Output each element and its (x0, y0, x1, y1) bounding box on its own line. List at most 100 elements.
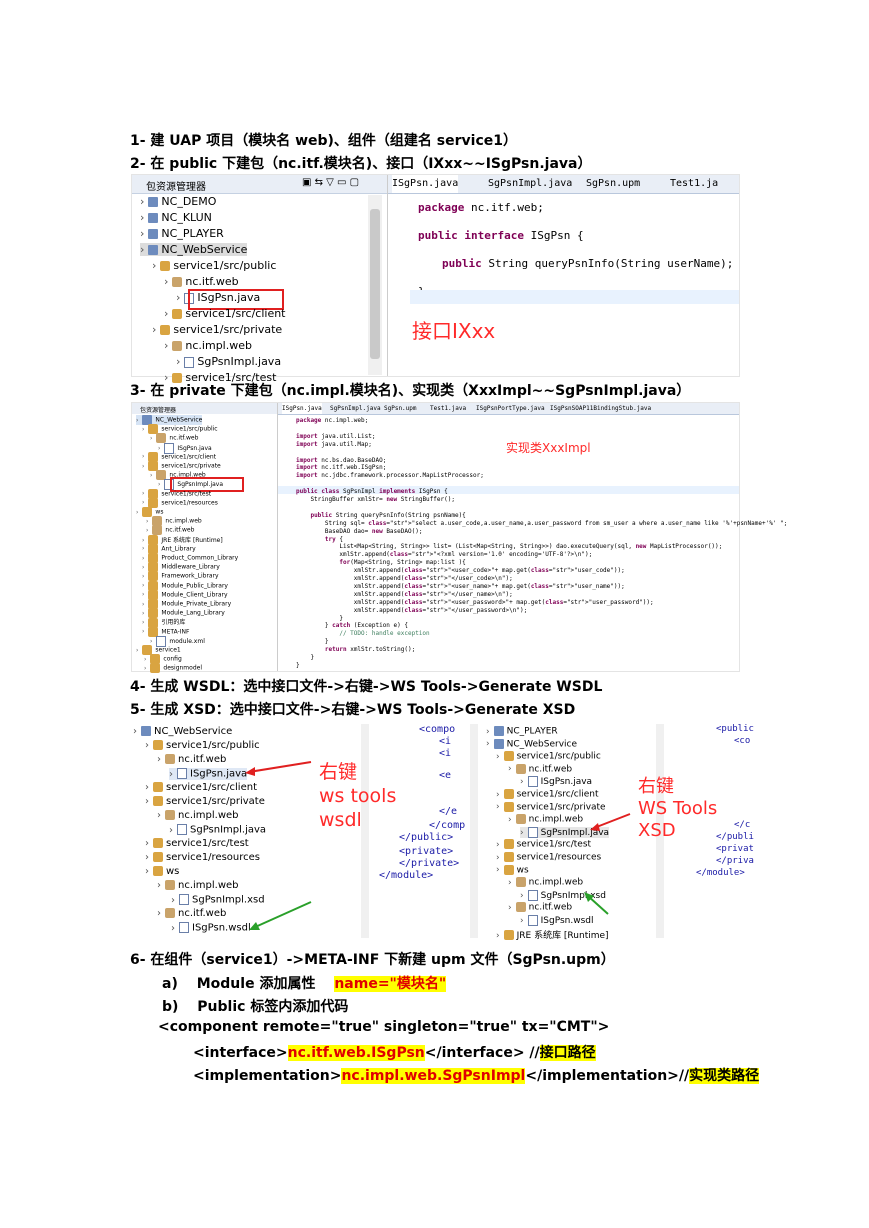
chevron-icon[interactable]: › (520, 890, 524, 901)
chevron-icon[interactable]: › (142, 536, 145, 544)
tree-item[interactable]: ›service1/src/public (496, 751, 601, 762)
chevron-icon[interactable]: › (152, 259, 157, 272)
tree-item[interactable]: ›nc.itf.web (157, 908, 226, 919)
chevron-icon[interactable]: › (144, 664, 147, 672)
tree-item[interactable]: ›NC_PLAYER (140, 227, 224, 240)
chevron-icon[interactable]: › (142, 591, 145, 599)
editor-tab[interactable]: SgPsnImpl.java (330, 405, 381, 412)
editor-tab[interactable]: ISgPsnPortType.java (476, 405, 545, 412)
tree-item[interactable]: ›nc.itf.web (150, 433, 198, 444)
tree-item[interactable]: ›service1/src/test (145, 838, 249, 849)
tree-item[interactable]: ›nc.impl.web (164, 339, 252, 352)
tree-item[interactable]: ›service1/src/client (496, 789, 599, 800)
tree-item[interactable]: ›service1/src/public (145, 740, 260, 751)
tree-item[interactable]: ›service1/src/private (145, 796, 265, 807)
chevron-icon[interactable]: › (142, 453, 145, 461)
chevron-icon[interactable]: › (150, 434, 153, 442)
explorer-scrollbar[interactable] (368, 195, 382, 375)
tree-item[interactable]: ›service1 (136, 645, 181, 655)
tree-item[interactable]: ›service1/resources (145, 852, 260, 863)
tree-item[interactable]: ›ISgPsn.wsdl (520, 915, 593, 926)
chevron-icon[interactable]: › (486, 739, 490, 750)
chevron-icon[interactable]: › (169, 824, 173, 836)
chevron-icon[interactable]: › (164, 371, 169, 384)
chevron-icon[interactable]: › (133, 726, 137, 737)
tree-item[interactable]: ›service1/src/client (164, 307, 286, 320)
chevron-icon[interactable]: › (145, 852, 149, 863)
tree-item[interactable]: ›Ant_Library (142, 543, 196, 554)
chevron-icon[interactable]: › (136, 646, 139, 654)
chevron-icon[interactable]: › (144, 655, 147, 663)
tree-item[interactable]: ›service1/resources (142, 497, 218, 508)
tree-item[interactable]: ›SgPsnImpl.java (169, 824, 266, 836)
chevron-icon[interactable]: › (508, 764, 512, 775)
tree-item[interactable]: ›config (144, 654, 182, 665)
tree-item[interactable]: ›NC_WebService (136, 415, 203, 425)
chevron-icon[interactable]: › (140, 195, 145, 208)
chevron-icon[interactable]: › (150, 637, 153, 645)
chevron-icon[interactable]: › (142, 462, 145, 470)
tree-item[interactable]: ›nc.itf.web (164, 275, 239, 288)
editor-tab[interactable]: ISgPsn.java (392, 175, 459, 193)
chevron-icon[interactable]: › (145, 838, 149, 849)
editor-tab[interactable]: SgPsnImpl.java (488, 178, 573, 189)
tree-item[interactable]: ›SgPsnImpl.xsd (171, 894, 265, 906)
chevron-icon[interactable]: › (136, 508, 139, 516)
tree-item[interactable]: ›nc.impl.web (157, 810, 239, 821)
tree-item[interactable]: ›NC_WebService (140, 243, 248, 256)
chevron-icon[interactable]: › (150, 471, 153, 479)
tree-item[interactable]: ›NC_DEMO (140, 195, 216, 208)
tree-item[interactable]: ›nc.impl.web (508, 814, 583, 825)
chevron-icon[interactable]: › (158, 444, 161, 452)
chevron-icon[interactable]: › (140, 243, 145, 256)
chevron-icon[interactable]: › (142, 609, 145, 617)
chevron-icon[interactable]: › (152, 323, 157, 336)
editor-tab[interactable]: SgPsn.upm (384, 405, 417, 412)
chevron-icon[interactable]: › (145, 782, 149, 793)
tree-item[interactable]: ›nc.impl.web (157, 880, 239, 891)
chevron-icon[interactable]: › (142, 600, 145, 608)
chevron-icon[interactable]: › (142, 563, 145, 571)
chevron-icon[interactable]: › (145, 796, 149, 807)
tree-item[interactable]: ›ISgPsn.java (520, 776, 592, 788)
chevron-icon[interactable]: › (496, 839, 500, 850)
editor-tab[interactable]: ISgPsnSOAP11BindingStub.java (550, 405, 652, 412)
tree-item[interactable]: ›nc.itf.web (508, 763, 572, 775)
tree-item[interactable]: ›module.xml (150, 635, 205, 647)
chevron-icon[interactable]: › (146, 526, 149, 534)
chevron-icon[interactable]: › (136, 416, 139, 424)
tree-item[interactable]: ›NC_WebService (133, 726, 232, 737)
chevron-icon[interactable]: › (145, 866, 149, 877)
chevron-icon[interactable]: › (164, 339, 169, 352)
tree-item[interactable]: ›ISgPsn.wsdl (171, 922, 251, 934)
chevron-icon[interactable]: › (158, 481, 161, 489)
tree-item[interactable]: ›nc.itf.web (508, 902, 572, 913)
tree-item[interactable]: ›Product_Common_Library (142, 553, 238, 563)
editor-tab[interactable]: ISgPsn.java (282, 403, 322, 414)
tree-item[interactable]: ›service1/src/test (164, 371, 276, 384)
tree-item[interactable]: ›service1/src/private (496, 801, 606, 813)
explorer-toolbar-icons[interactable]: ▣ ⇆ ▽ ▭ ▢ (302, 177, 360, 188)
tree-item[interactable]: ›nc.itf.web (157, 754, 226, 765)
tree-item[interactable]: ›Module_Private_Library (142, 599, 231, 609)
tree-item[interactable]: ›引用的库 (142, 617, 185, 628)
chevron-icon[interactable]: › (496, 802, 500, 813)
tree-item[interactable]: ›nc.impl.web (508, 877, 583, 888)
chevron-icon[interactable]: › (508, 902, 512, 913)
chevron-icon[interactable]: › (520, 916, 524, 926)
chevron-icon[interactable]: › (142, 582, 145, 590)
chevron-icon[interactable]: › (508, 877, 512, 888)
tree-item[interactable]: ›Module_Public_Library (142, 580, 228, 591)
tree-item[interactable]: ›service1/src/public (152, 259, 276, 272)
chevron-icon[interactable]: › (157, 908, 161, 919)
tree-item[interactable]: ›Module_Client_Library (142, 589, 228, 600)
chevron-icon[interactable]: › (157, 810, 161, 821)
editor-tab[interactable]: Test1.java (430, 405, 467, 412)
chevron-icon[interactable]: › (142, 425, 145, 433)
tree-item[interactable]: ›Middleware_Library (142, 562, 220, 573)
chevron-icon[interactable]: › (146, 517, 149, 525)
editor-tab[interactable]: Test1.ja (670, 178, 719, 189)
chevron-icon[interactable]: › (164, 275, 169, 288)
tree-item[interactable]: ›service1/src/client (142, 451, 216, 462)
chevron-icon[interactable]: › (520, 777, 524, 788)
